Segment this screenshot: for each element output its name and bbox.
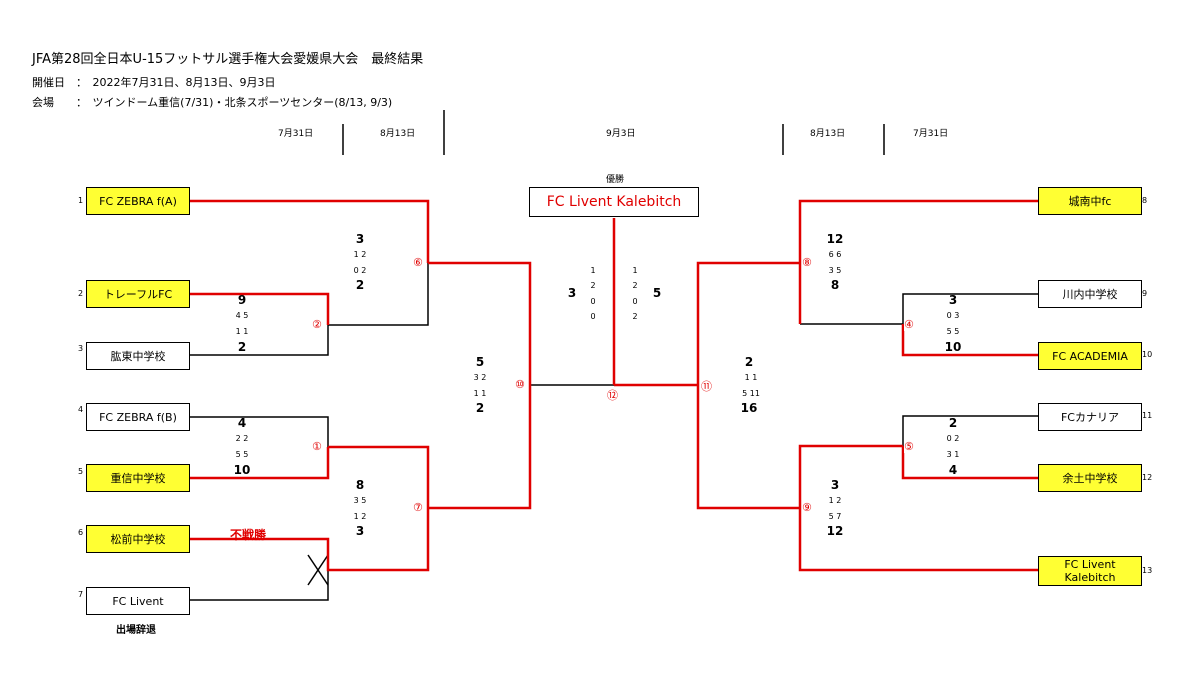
- seed-11: 11: [1142, 411, 1153, 420]
- seed-13: 13: [1142, 566, 1153, 575]
- m11-half2: 5 11: [742, 389, 760, 398]
- champion-box: FC Livent Kalebitch: [529, 187, 699, 217]
- seed-6: 6: [78, 528, 84, 537]
- m12-left-h3: 0: [590, 297, 596, 306]
- team-3: 肱東中学校: [86, 342, 190, 370]
- team-13: FC Livent Kalebitch: [1038, 556, 1142, 586]
- m2-half1: 4 5: [235, 311, 249, 320]
- seed-3: 3: [78, 344, 84, 353]
- m12-right-h1: 1: [632, 266, 638, 275]
- m2-bottom-score: 2: [237, 340, 247, 354]
- team-8: 城南中fc: [1038, 187, 1142, 215]
- m12-left-h4: 0: [590, 312, 596, 321]
- m12-right-h3: 0: [632, 297, 638, 306]
- date-left-r1: 7月31日: [278, 129, 314, 139]
- m7-half2: 1 2: [353, 512, 367, 521]
- withdrawn-label: 出場辞退: [116, 625, 156, 636]
- team-1: FC ZEBRA f(A): [86, 187, 190, 215]
- m9-bottom-score: 12: [826, 524, 844, 538]
- m12-left-h1: 1: [590, 266, 596, 275]
- m1-top-score: 4: [237, 416, 247, 430]
- date-right-r1: 7月31日: [913, 129, 949, 139]
- m10-half1: 3 2: [473, 373, 487, 382]
- m7-top-score: 8: [355, 478, 365, 492]
- match-8-number: ⑧: [802, 256, 812, 269]
- champion-label: 優勝: [605, 175, 624, 185]
- team-2: トレーフルFC: [86, 280, 190, 308]
- m1-half1: 2 2: [235, 434, 249, 443]
- m12-left-h2: 2: [590, 281, 596, 290]
- m8-top-score: 12: [826, 232, 844, 246]
- m8-bottom-score: 8: [830, 278, 840, 292]
- m6-top-score: 3: [355, 232, 365, 246]
- m12-left-score: 3: [567, 286, 577, 300]
- match-2-number: ②: [312, 318, 322, 331]
- m2-half2: 1 1: [235, 327, 249, 336]
- m11-half1: 1 1: [744, 373, 758, 382]
- m12-right-h4: 2: [632, 312, 638, 321]
- m11-bottom-score: 16: [740, 401, 758, 415]
- seed-1: 1: [78, 196, 84, 205]
- team-6: 松前中学校: [86, 525, 190, 553]
- m2-top-score: 9: [237, 293, 247, 307]
- match-1-number: ①: [312, 440, 322, 453]
- m4-half1: 0 3: [946, 311, 960, 320]
- m9-top-score: 3: [830, 478, 840, 492]
- seed-9: 9: [1142, 289, 1148, 298]
- m12-right-h2: 2: [632, 281, 638, 290]
- match-6-number: ⑥: [413, 256, 423, 269]
- seed-12: 12: [1142, 473, 1153, 482]
- m6-half1: 1 2: [353, 250, 367, 259]
- m7-half1: 3 5: [353, 496, 367, 505]
- m5-bottom-score: 4: [948, 463, 958, 477]
- m5-half2: 3 1: [946, 450, 960, 459]
- m9-half2: 5 7: [828, 512, 842, 521]
- team-11: FCカナリア: [1038, 403, 1142, 431]
- m8-half2: 3 5: [828, 266, 842, 275]
- m10-half2: 1 1: [473, 389, 487, 398]
- m5-half1: 0 2: [946, 434, 960, 443]
- seed-5: 5: [78, 467, 84, 476]
- seed-7: 7: [78, 590, 84, 599]
- match-4-number: ④: [904, 318, 914, 331]
- match-5-number: ⑤: [904, 440, 914, 453]
- m6-bottom-score: 2: [355, 278, 365, 292]
- m11-top-score: 2: [744, 355, 754, 369]
- date-right-r2: 8月13日: [810, 129, 846, 139]
- match-9-number: ⑨: [802, 501, 812, 514]
- match-11-number: ⑪: [701, 378, 712, 394]
- team-7: FC Livent: [86, 587, 190, 615]
- team-10: FC ACADEMIA: [1038, 342, 1142, 370]
- match-7-number: ⑦: [413, 501, 423, 514]
- m4-bottom-score: 10: [944, 340, 962, 354]
- page-title: JFA第28回全日本U-15フットサル選手権大会愛媛県大会 最終結果: [32, 52, 424, 67]
- m7-bottom-score: 3: [355, 524, 365, 538]
- date-left-r2: 8月13日: [380, 129, 416, 139]
- seed-2: 2: [78, 289, 84, 298]
- team-5: 重信中学校: [86, 464, 190, 492]
- m6-half2: 0 2: [353, 266, 367, 275]
- team-4: FC ZEBRA f(B): [86, 403, 190, 431]
- m1-half2: 5 5: [235, 450, 249, 459]
- match-12-number: ⑫: [607, 387, 618, 403]
- seed-4: 4: [78, 405, 84, 414]
- team-12: 余土中学校: [1038, 464, 1142, 492]
- m12-right-score: 5: [652, 286, 662, 300]
- seed-10: 10: [1142, 350, 1153, 359]
- m1-bottom-score: 10: [233, 463, 251, 477]
- walkover-label: 不戦勝: [230, 528, 267, 542]
- team-9: 川内中学校: [1038, 280, 1142, 308]
- m4-half2: 5 5: [946, 327, 960, 336]
- m10-top-score: 5: [475, 355, 485, 369]
- m5-top-score: 2: [948, 416, 958, 430]
- m4-top-score: 3: [948, 293, 958, 307]
- dates-line: 開催日 ： 2022年7月31日、8月13日、9月3日: [32, 76, 276, 89]
- venue-line: 会場 ： ツインドーム重信(7/31)・北条スポーツセンター(8/13, 9/3…: [32, 96, 393, 109]
- m8-half1: 6 6: [828, 250, 842, 259]
- match-10-number: ⑩: [515, 378, 525, 391]
- date-final: 9月3日: [606, 129, 636, 139]
- m10-bottom-score: 2: [475, 401, 485, 415]
- m9-half1: 1 2: [828, 496, 842, 505]
- seed-8: 8: [1142, 196, 1148, 205]
